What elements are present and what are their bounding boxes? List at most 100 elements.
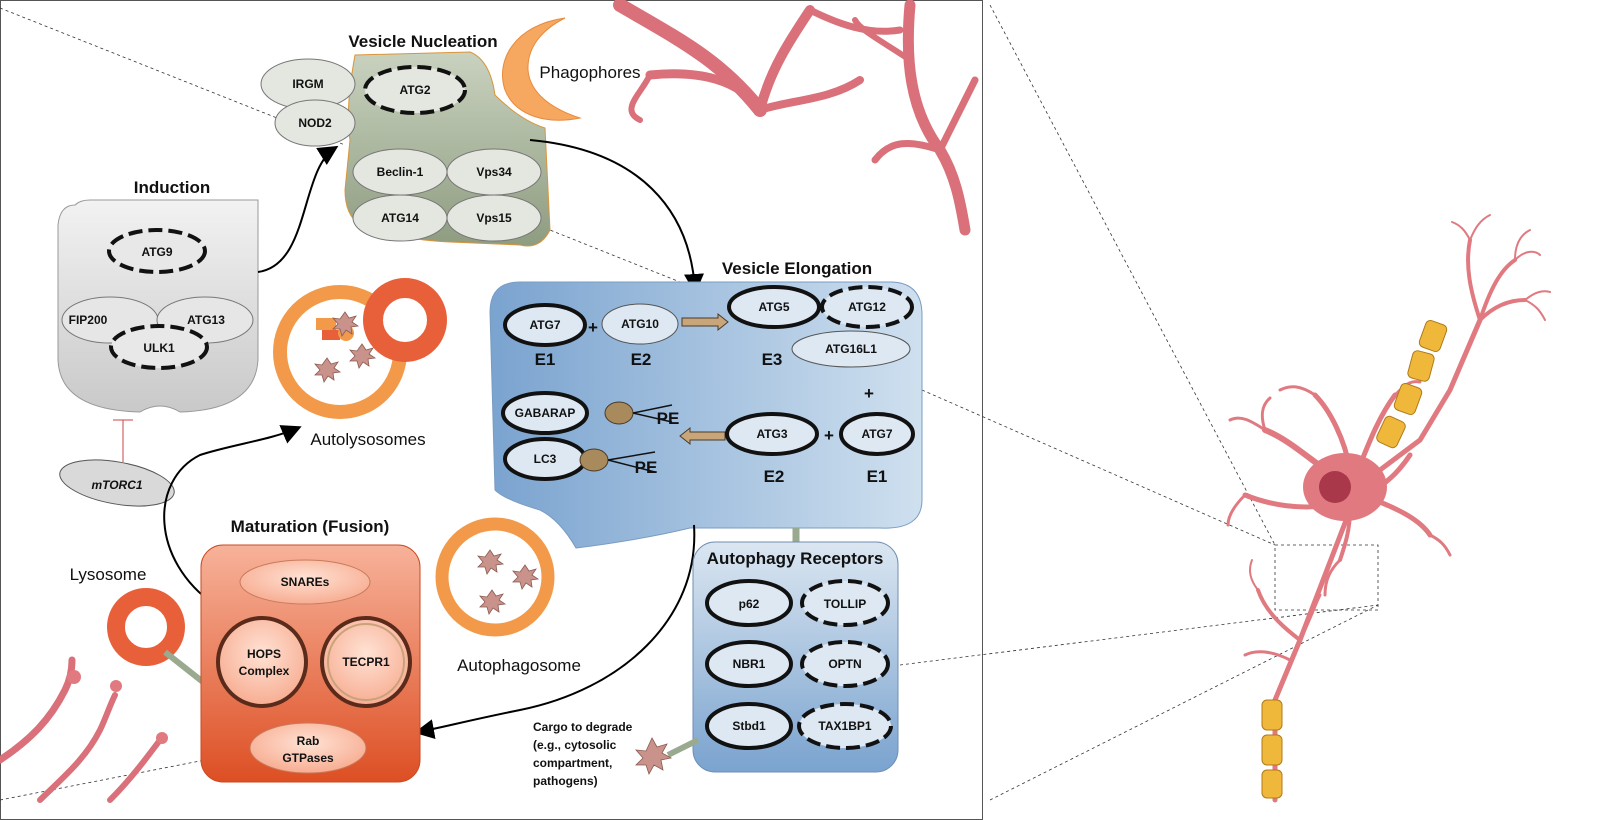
atg13-label: ATG13 bbox=[187, 313, 225, 327]
atg16l1-label: ATG16L1 bbox=[825, 342, 877, 356]
atg7-bottom-label: ATG7 bbox=[861, 427, 892, 441]
phagophore-shape bbox=[502, 17, 582, 121]
irgm-label: IRGM bbox=[292, 77, 323, 91]
atg7-bottom-node bbox=[839, 412, 915, 456]
atg5-label: ATG5 bbox=[758, 300, 789, 314]
connector-cargo-receptors bbox=[666, 737, 700, 758]
pe-label-2: PE bbox=[635, 458, 658, 477]
induction-title: Induction bbox=[134, 178, 210, 197]
cargo-line3: compartment, bbox=[533, 756, 612, 770]
p62-node bbox=[705, 579, 793, 627]
arrow-to-lc3 bbox=[679, 426, 726, 446]
p62-label: p62 bbox=[739, 597, 760, 611]
ulk1-label: ULK1 bbox=[143, 341, 175, 355]
tax1bp1-label: TAX1BP1 bbox=[818, 719, 871, 733]
elongation-title: Vesicle Elongation bbox=[722, 259, 872, 278]
rab-label-line1: Rab bbox=[297, 734, 320, 748]
ulk1-node bbox=[109, 324, 209, 370]
tollip-node bbox=[800, 579, 890, 627]
stbd1-node bbox=[705, 702, 793, 750]
e2-top-label: E2 bbox=[631, 350, 652, 369]
snares-label: SNAREs bbox=[281, 575, 330, 589]
dendrite-top-decor bbox=[613, 0, 979, 236]
optn-node bbox=[800, 640, 890, 688]
e3-label: E3 bbox=[762, 350, 783, 369]
arrow-elongation-maturation bbox=[414, 524, 696, 739]
pe-tail-1 bbox=[632, 404, 673, 423]
pe-head-2 bbox=[579, 448, 609, 472]
atg3-node bbox=[725, 412, 819, 456]
connector-lysosome-maturation bbox=[163, 649, 205, 685]
lysosome-label: Lysosome bbox=[70, 565, 147, 584]
atg12-node bbox=[820, 285, 914, 329]
myelin-sheath-upper bbox=[1376, 319, 1448, 449]
hops-complex-node bbox=[216, 616, 308, 708]
stbd1-label: Stbd1 bbox=[732, 719, 766, 733]
snares-node bbox=[239, 559, 371, 605]
vps15-node bbox=[446, 194, 542, 242]
hops-label-line1: HOPS bbox=[247, 647, 281, 661]
vps34-label: Vps34 bbox=[476, 165, 512, 179]
lc3-label: LC3 bbox=[534, 452, 557, 466]
nbr1-node bbox=[705, 640, 793, 688]
tecpr1-node bbox=[320, 616, 412, 708]
nod2-node bbox=[274, 99, 356, 147]
atg10-label: ATG10 bbox=[621, 317, 659, 331]
e2-bottom-label: E2 bbox=[764, 467, 785, 486]
myelin-sheath-lower bbox=[1261, 699, 1283, 799]
dendrite-tip bbox=[156, 732, 168, 744]
dendrite-tip bbox=[110, 680, 122, 692]
e1-top-label: E1 bbox=[535, 350, 556, 369]
dendrite-bottom-decor bbox=[0, 656, 163, 803]
cargo-line2: (e.g., cytosolic bbox=[533, 738, 617, 752]
autolysosome-shape bbox=[273, 278, 447, 419]
arrow-nucleation-elongation bbox=[529, 139, 704, 294]
autophagosome-shape bbox=[435, 517, 555, 637]
tecpr1-label: TECPR1 bbox=[342, 655, 390, 669]
cargo-line1: Cargo to degrade bbox=[533, 720, 633, 734]
rab-gtpases-node bbox=[249, 722, 367, 774]
atg10-node bbox=[601, 303, 679, 345]
cargo-stars-autophagosome bbox=[477, 549, 540, 615]
gabarap-node bbox=[501, 391, 589, 435]
nbr1-label: NBR1 bbox=[733, 657, 766, 671]
pe-tail-2 bbox=[607, 451, 656, 473]
atg7-top-node bbox=[503, 303, 587, 347]
fip200-label: FIP200 bbox=[69, 313, 108, 327]
cargo-line4: pathogens) bbox=[533, 774, 598, 788]
receptors-title: Autophagy Receptors bbox=[707, 549, 884, 568]
autolysosomes-label: Autolysosomes bbox=[310, 430, 425, 449]
hops-label-line2: Complex bbox=[239, 664, 290, 678]
dendrite-tip bbox=[67, 670, 81, 684]
nod2-label: NOD2 bbox=[298, 116, 332, 130]
lysosome-shape bbox=[107, 588, 185, 666]
rab-label-line2: GTPases bbox=[282, 751, 334, 765]
autophagosome-label: Autophagosome bbox=[457, 656, 581, 675]
mtorc1-label: mTORC1 bbox=[91, 478, 142, 492]
e1-bottom-label: E1 bbox=[867, 467, 888, 486]
zoom-lines bbox=[0, 4, 1379, 801]
plus-sign-2: + bbox=[864, 384, 874, 403]
atg5-node bbox=[727, 285, 821, 329]
atg9-node bbox=[107, 228, 207, 274]
atg2-label: ATG2 bbox=[399, 83, 430, 97]
cargo-star bbox=[635, 737, 673, 775]
maturation-box bbox=[200, 544, 421, 783]
maturation-title: Maturation (Fusion) bbox=[231, 517, 390, 536]
vps15-label: Vps15 bbox=[476, 211, 512, 225]
atg12-label: ATG12 bbox=[848, 300, 886, 314]
optn-label: OPTN bbox=[828, 657, 861, 671]
arrow-maturation-autolysosome bbox=[163, 425, 302, 606]
arrow-to-atg5 bbox=[681, 312, 729, 332]
plus-sign-3: + bbox=[824, 426, 834, 445]
atg14-label: ATG14 bbox=[381, 211, 419, 225]
neuron-soma bbox=[1303, 453, 1387, 521]
plus-sign-1: + bbox=[588, 318, 598, 337]
tollip-label: TOLLIP bbox=[824, 597, 866, 611]
gabarap-label: GABARAP bbox=[515, 406, 576, 420]
arrow-induction-nucleation bbox=[257, 145, 339, 273]
pe-label-1: PE bbox=[657, 409, 680, 428]
atg2-node bbox=[363, 65, 467, 115]
phagophores-label: Phagophores bbox=[539, 63, 640, 82]
